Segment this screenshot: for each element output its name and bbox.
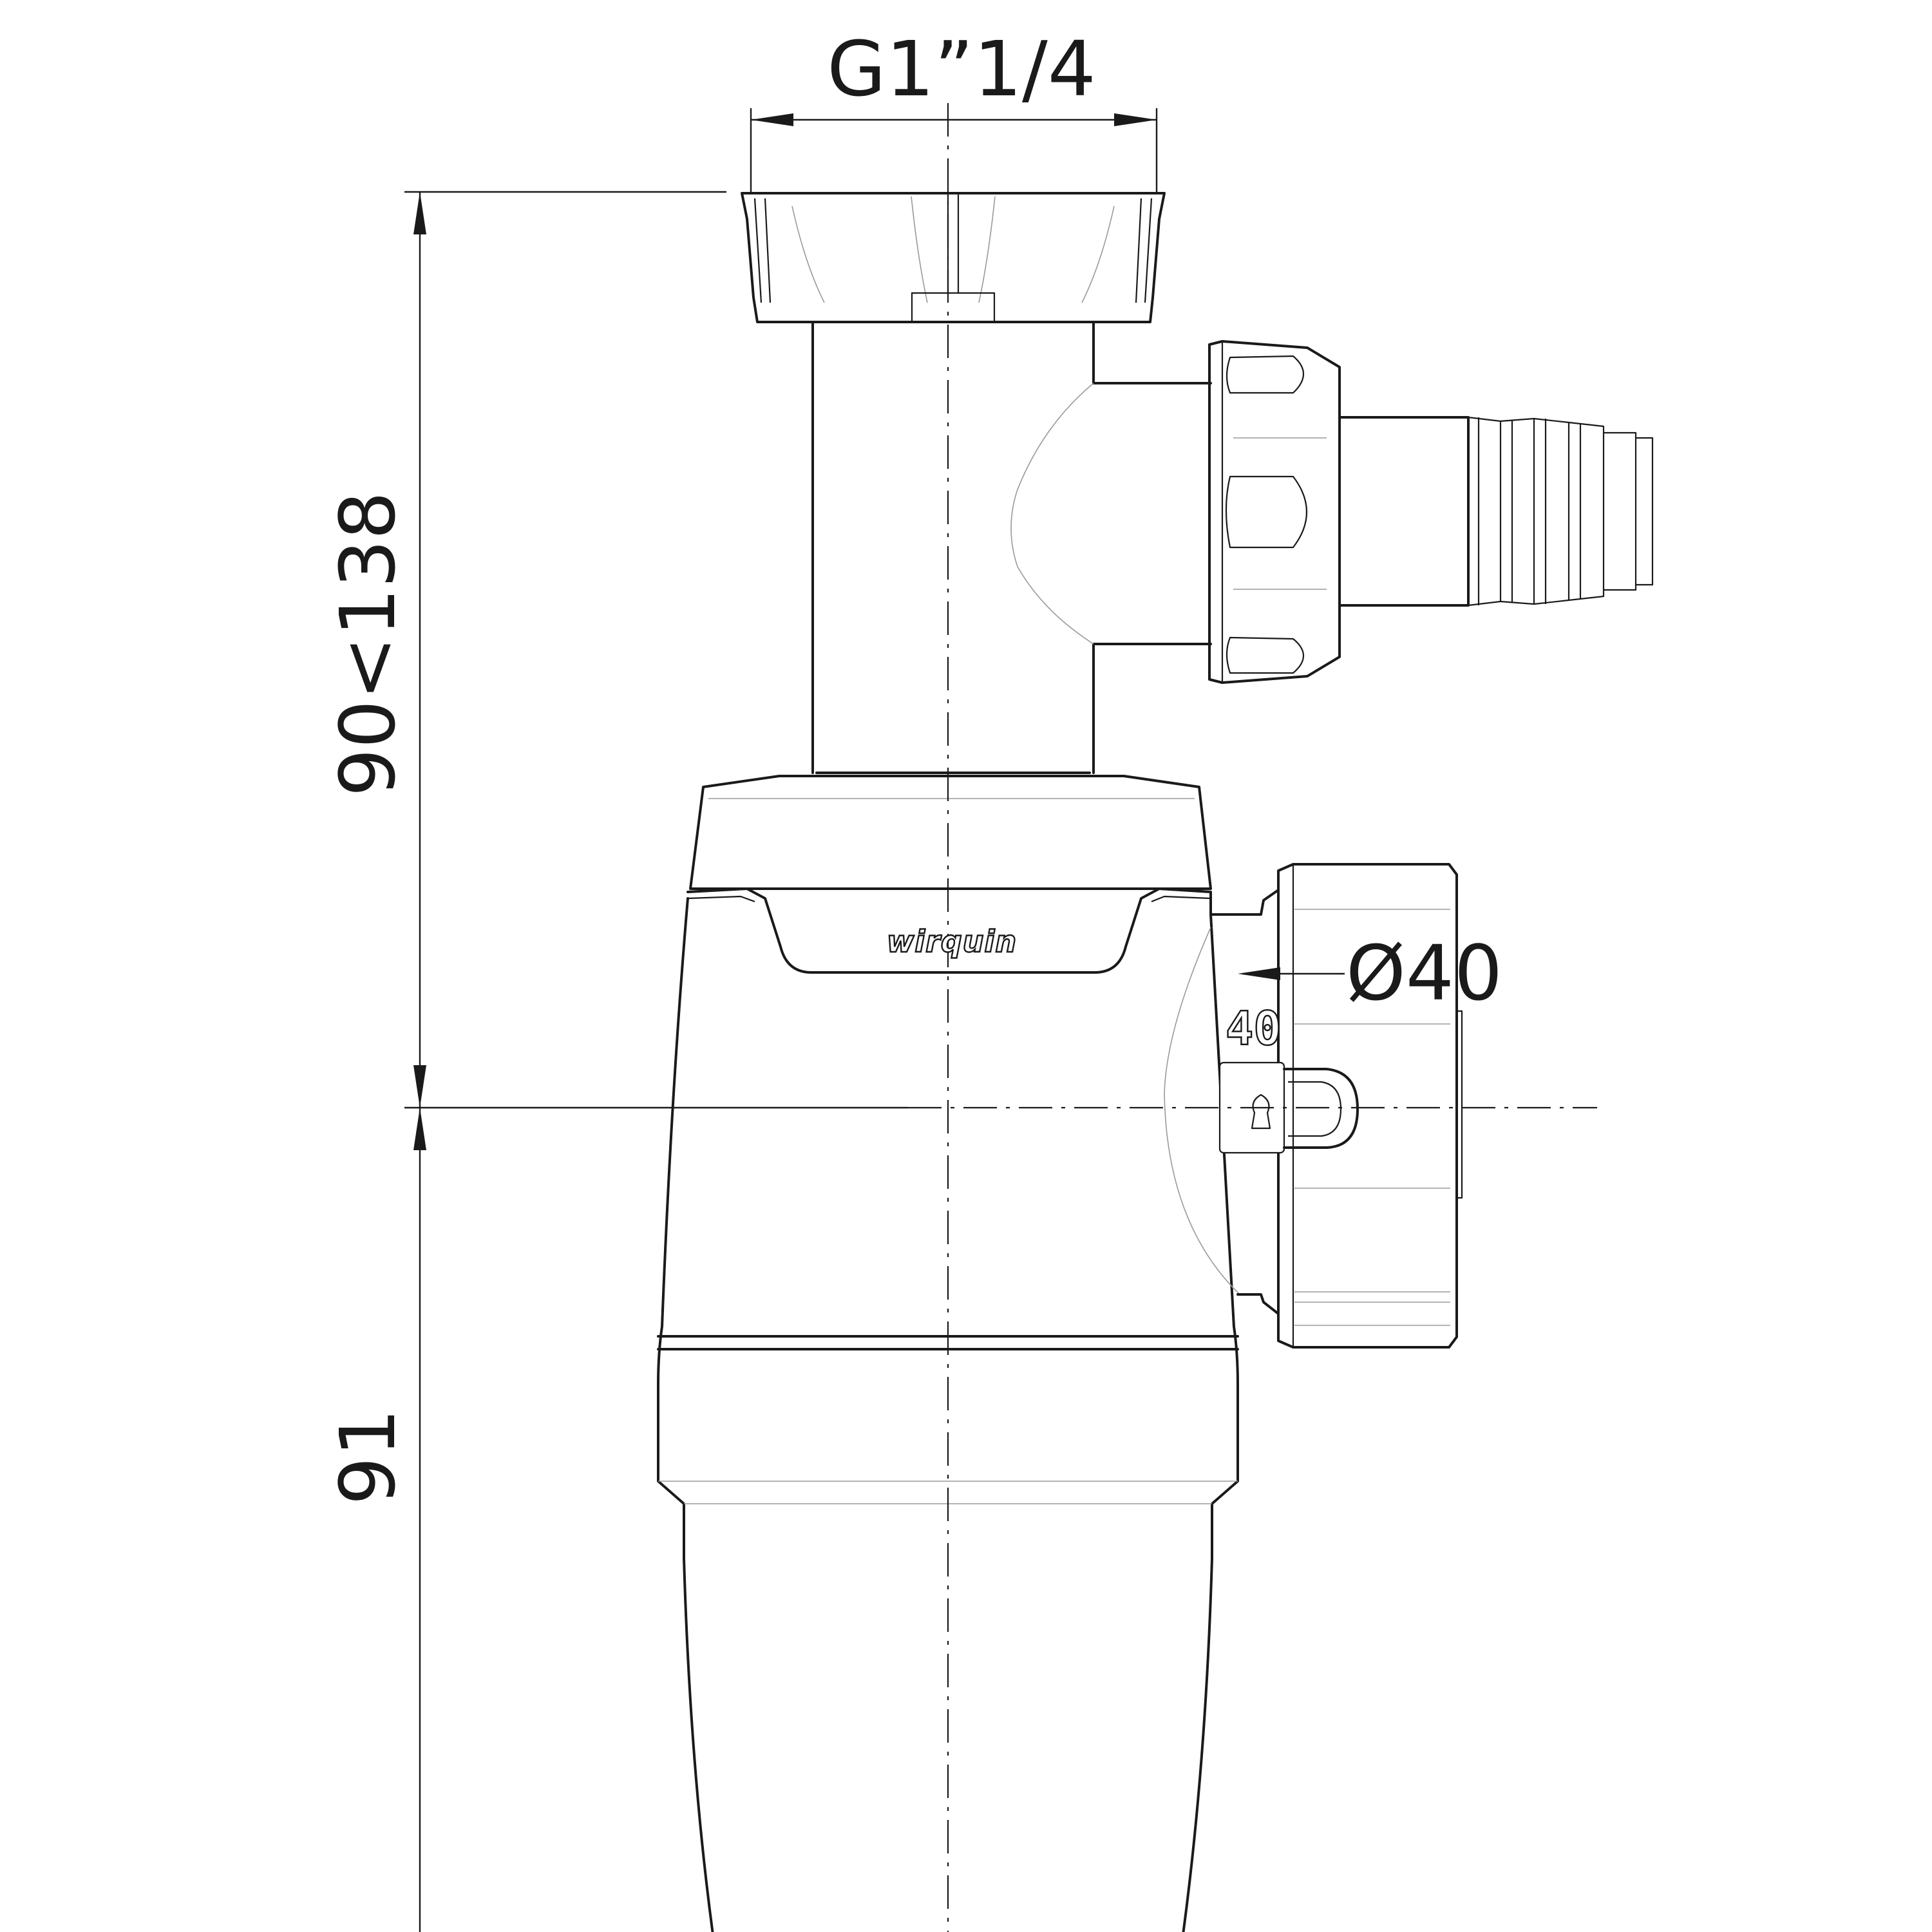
dimension-upper-height	[404, 191, 908, 1109]
brand-logo: wirquin	[887, 924, 1017, 959]
upper-height-label: 90<138	[323, 491, 412, 797]
dimension-lower-height	[413, 1108, 426, 1932]
size-mark: 40	[1226, 1001, 1282, 1056]
outlet-diameter-label: Ø40	[1346, 929, 1502, 1018]
dimension-top-thread	[750, 108, 1158, 193]
hose-spigot	[1338, 416, 1654, 607]
side-inlet-nut	[1208, 340, 1341, 684]
inlet-tube	[811, 321, 1212, 774]
outlet-nut	[1209, 863, 1463, 1349]
center-lines	[908, 103, 1597, 1932]
top-thread-label: G1”1/4	[827, 24, 1096, 113]
dimension-outlet-diameter	[1238, 967, 1345, 980]
lower-height-label: 91	[323, 1408, 412, 1505]
top-nut	[741, 192, 1166, 323]
